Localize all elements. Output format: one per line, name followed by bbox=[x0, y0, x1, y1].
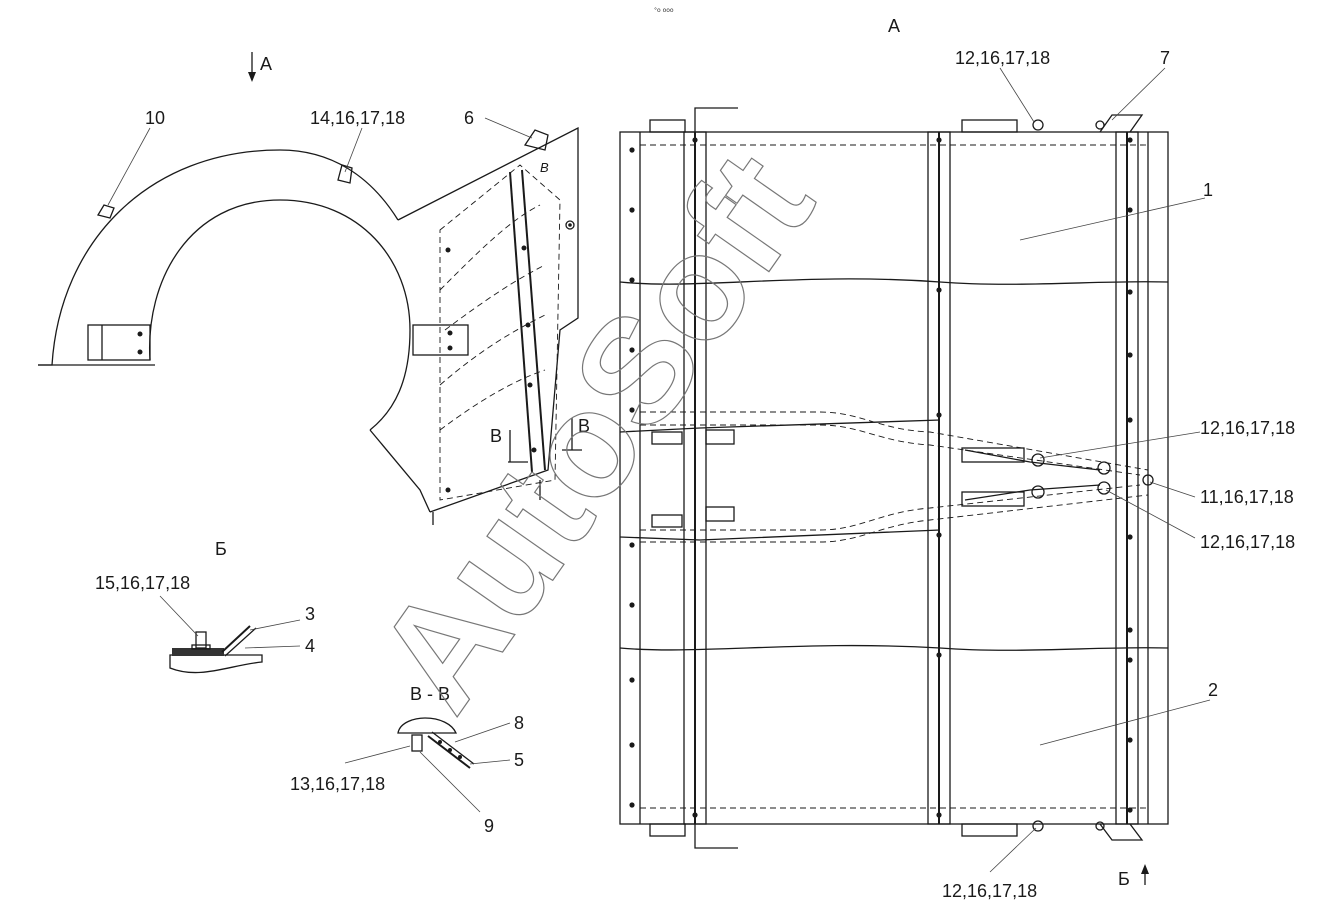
view-a-arrow-label: А bbox=[260, 54, 272, 74]
callout-10: 10 bbox=[145, 108, 165, 128]
seam-2 bbox=[619, 644, 1169, 651]
cover-inner-arc bbox=[148, 199, 411, 431]
detail-b bbox=[169, 625, 263, 674]
view-b-title: Б bbox=[215, 539, 227, 559]
plan-outline bbox=[619, 131, 1169, 825]
view-b-arrow-label: Б bbox=[1118, 869, 1130, 889]
callout-5: 5 bbox=[514, 750, 524, 770]
plan-view-a bbox=[619, 107, 1169, 849]
callout-9: 9 bbox=[484, 816, 494, 836]
section-vv bbox=[397, 717, 475, 769]
callout-11: 11,16,17,18 bbox=[1200, 487, 1294, 507]
callout-3: 3 bbox=[305, 604, 315, 624]
detail-b-layer bbox=[172, 648, 224, 656]
cover-outer-arc bbox=[38, 149, 399, 366]
callout-6: 6 bbox=[464, 108, 474, 128]
plan-bolts bbox=[629, 119, 1133, 832]
callout-14: 14,16,17,18 bbox=[310, 108, 405, 128]
section-vv-title: В - В bbox=[410, 684, 450, 704]
view-a-title: А bbox=[888, 16, 900, 36]
callout-13: 13,16,17,18 bbox=[290, 774, 385, 794]
callout-8: 8 bbox=[514, 713, 524, 733]
section-v-left: В bbox=[490, 426, 502, 446]
callout-1: 1 bbox=[1203, 180, 1213, 200]
labels: А 10 14,16,17,18 6 В 12,16,17,18 7 1 12,… bbox=[95, 16, 1295, 901]
view-a-arrow: А bbox=[248, 52, 272, 82]
leader-lines bbox=[107, 67, 1211, 885]
callout-12-top: 12,16,17,18 bbox=[955, 48, 1050, 68]
callout-4: 4 bbox=[305, 636, 315, 656]
callout-12-low: 12,16,17,18 bbox=[1200, 532, 1295, 552]
callout-7: 7 bbox=[1160, 48, 1170, 68]
header-mark: °o ooo bbox=[654, 7, 674, 14]
watermark: AutoSoft bbox=[344, 123, 845, 738]
callout-12-mid: 12,16,17,18 bbox=[1200, 418, 1295, 438]
side-view-cover bbox=[38, 126, 582, 525]
callout-12-bottom: 12,16,17,18 bbox=[942, 881, 1037, 901]
callout-2: 2 bbox=[1208, 680, 1218, 700]
small-v-label: В bbox=[540, 160, 549, 175]
left-bracket bbox=[87, 324, 151, 361]
mid-bracket bbox=[412, 324, 469, 356]
section-v-right: В bbox=[578, 416, 590, 436]
callout-15: 15,16,17,18 bbox=[95, 573, 190, 593]
